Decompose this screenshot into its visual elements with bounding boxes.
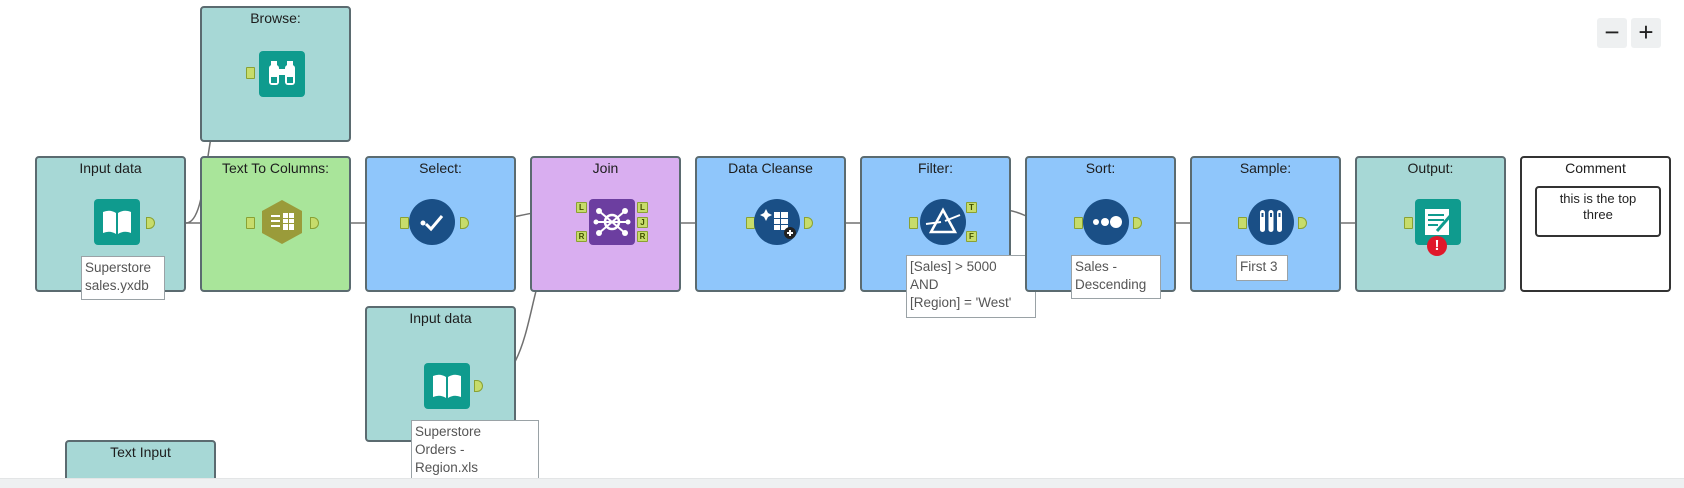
error-badge-icon: !	[1427, 236, 1447, 256]
input-anchor[interactable]	[1238, 217, 1247, 229]
filter-false-anchor[interactable]: F	[966, 231, 977, 242]
input-anchor[interactable]	[400, 217, 409, 229]
join-right-input-anchor[interactable]: R	[576, 231, 587, 242]
tool-annotation: Sales -Descending	[1071, 255, 1161, 299]
tool-text-input[interactable]: Text Input	[65, 440, 216, 478]
sort-dots-icon[interactable]	[1083, 199, 1129, 245]
join-joined-output-anchor[interactable]: J	[637, 217, 648, 228]
test-tubes-icon[interactable]	[1248, 199, 1294, 245]
tool-annotation: First 3	[1236, 255, 1288, 281]
tool-label: Comment	[1565, 160, 1626, 176]
input-anchor[interactable]	[1074, 217, 1083, 229]
output-anchor[interactable]	[1298, 217, 1307, 229]
output-anchor[interactable]	[146, 217, 155, 229]
text-to-columns-icon[interactable]	[259, 199, 305, 245]
tool-label: Sample:	[1239, 160, 1292, 176]
input-anchor[interactable]	[1404, 217, 1413, 229]
tool-label: Filter:	[918, 160, 953, 176]
horizontal-scrollbar[interactable]	[0, 478, 1684, 488]
checkmark-icon[interactable]	[409, 199, 455, 245]
output-anchor[interactable]	[804, 217, 813, 229]
input-anchor[interactable]	[246, 67, 255, 79]
input-anchor[interactable]	[246, 217, 255, 229]
output-sheet-icon[interactable]	[1415, 199, 1461, 245]
output-anchor[interactable]	[1133, 217, 1142, 229]
tool-label: Join	[592, 160, 619, 176]
join-network-icon[interactable]	[589, 199, 635, 245]
tool-label: Data Cleanse	[728, 160, 813, 176]
output-anchor[interactable]	[460, 217, 469, 229]
tool-label: Text Input	[110, 444, 171, 460]
tool-label: Input data	[79, 160, 142, 176]
tool-label: Select:	[419, 160, 462, 176]
zoom-out-button[interactable]: −	[1597, 18, 1627, 48]
output-anchor[interactable]	[474, 380, 483, 392]
zoom-in-button[interactable]: +	[1631, 18, 1661, 48]
binoculars-icon[interactable]	[259, 51, 305, 97]
filter-true-anchor[interactable]: T	[966, 202, 977, 213]
data-cleanse-icon[interactable]	[754, 199, 800, 245]
prism-filter-icon[interactable]	[920, 199, 966, 245]
tool-label: Text To Columns:	[221, 160, 330, 176]
tool-label: Sort:	[1085, 160, 1116, 176]
book-icon[interactable]	[94, 199, 140, 245]
tool-label: Browse:	[250, 10, 301, 26]
join-left-input-anchor[interactable]: L	[576, 202, 587, 213]
tool-label: Output:	[1407, 160, 1454, 176]
book-icon[interactable]	[424, 363, 470, 409]
tool-label: Input data	[409, 310, 472, 326]
join-left-output-anchor[interactable]: L	[637, 202, 648, 213]
output-anchor[interactable]	[310, 217, 319, 229]
join-right-output-anchor[interactable]: R	[637, 231, 648, 242]
input-anchor[interactable]	[909, 217, 918, 229]
